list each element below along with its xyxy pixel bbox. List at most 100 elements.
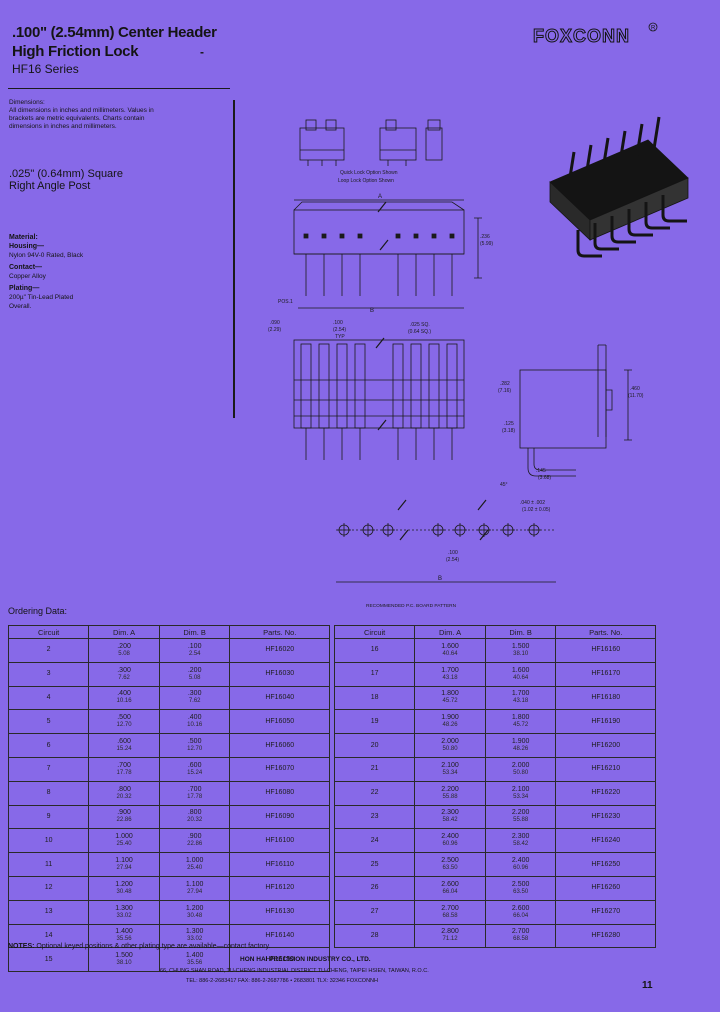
cell-circuit: 19 [333, 709, 416, 735]
dimensions-title: Dimensions: [9, 99, 45, 106]
col-dim-a: Dim. A [414, 625, 486, 639]
dim-460-mm: (11.70) [628, 393, 644, 399]
page-number: 11 [642, 980, 653, 991]
cell-circuit: 24 [333, 828, 416, 854]
cell-circuit: 13 [7, 899, 90, 925]
series-name: HF16 Series [12, 62, 79, 76]
cell-circuit: 3 [7, 661, 90, 687]
housing-text: Nylon 94V-0 Rated, Black [9, 252, 84, 259]
front-view: A B POS.1 .236 (5.99) [278, 194, 493, 314]
dim-hole-mm: (1.02 ± 0.05) [522, 507, 551, 513]
dim-100b-mm: (2.54) [446, 557, 459, 563]
dim-100-typ: TYP [335, 334, 345, 340]
cell-circuit: 5 [7, 709, 90, 735]
cell-circuit: 22 [333, 780, 416, 806]
cell-part-no: HF16100 [229, 828, 330, 854]
cell-circuit: 14 [7, 923, 90, 949]
plating-text-1: 200µ" Tin-Lead Plated [9, 294, 74, 301]
header-title: .100" (2.54mm) Center Header [12, 24, 217, 41]
cell-circuit: 11 [7, 852, 90, 877]
cell-part-no: HF16050 [229, 709, 330, 735]
pcb-caption: RECOMMENDED P.C. BOARD PATTERN [366, 603, 457, 609]
cell-circuit: 15 [7, 947, 90, 973]
notes: NOTES: Optional keyed positions & other … [8, 943, 271, 950]
cell-part-no: HF16260 [555, 875, 656, 901]
cell-circuit: 20 [333, 733, 416, 758]
cell-circuit: 9 [7, 804, 90, 830]
cell-part-no: HF16120 [229, 875, 330, 901]
bottom-view: .090 (2.29) .100 (2.54) TYP .025 SQ. (0.… [268, 320, 465, 460]
lock-option-thumbnails [299, 119, 443, 166]
cell-part-no: HF16190 [555, 709, 656, 735]
cell-circuit: 26 [333, 875, 416, 901]
dim-282: .282 [500, 381, 510, 387]
header-subtitle: High Friction Lock [12, 43, 139, 60]
col-circuit: Circuit [333, 625, 416, 639]
company-address: 66, CHUNG SHAN ROAD, TU-CHENG INDUSTRIAL… [160, 968, 429, 974]
dim-090: .090 [270, 320, 280, 326]
cell-circuit: 16 [333, 638, 416, 663]
dim-125-mm: (3.18) [502, 428, 515, 434]
dim-460: .460 [630, 386, 640, 392]
contact-text: Copper Alloy [9, 273, 46, 280]
caption-loop-lock: Loop Lock Option Shown [338, 178, 394, 184]
cell-circuit: 8 [7, 780, 90, 806]
pos1-label: POS.1 [278, 299, 293, 305]
plating-text-2: Overall. [9, 303, 32, 310]
cell-circuit: 10 [7, 828, 90, 854]
cell-circuit: 23 [333, 804, 416, 830]
cell-part-no: HF16110 [229, 852, 330, 877]
table-header-row: Circuit Dim. A Dim. B Parts. No. [7, 625, 330, 639]
dim-145: .145 [536, 468, 546, 474]
header-divider [8, 88, 230, 89]
dim-236-mm: (5.99) [480, 241, 493, 247]
material-spec: Material: Housing— Nylon 94V-0 Rated, Bl… [9, 233, 159, 311]
cell-circuit: 2 [7, 638, 90, 663]
post-line-1: .025" (0.64mm) Square [9, 168, 123, 180]
cell-part-no: HF16060 [229, 733, 330, 758]
col-dim-a: Dim. A [88, 625, 160, 639]
svg-text:R: R [651, 26, 656, 32]
